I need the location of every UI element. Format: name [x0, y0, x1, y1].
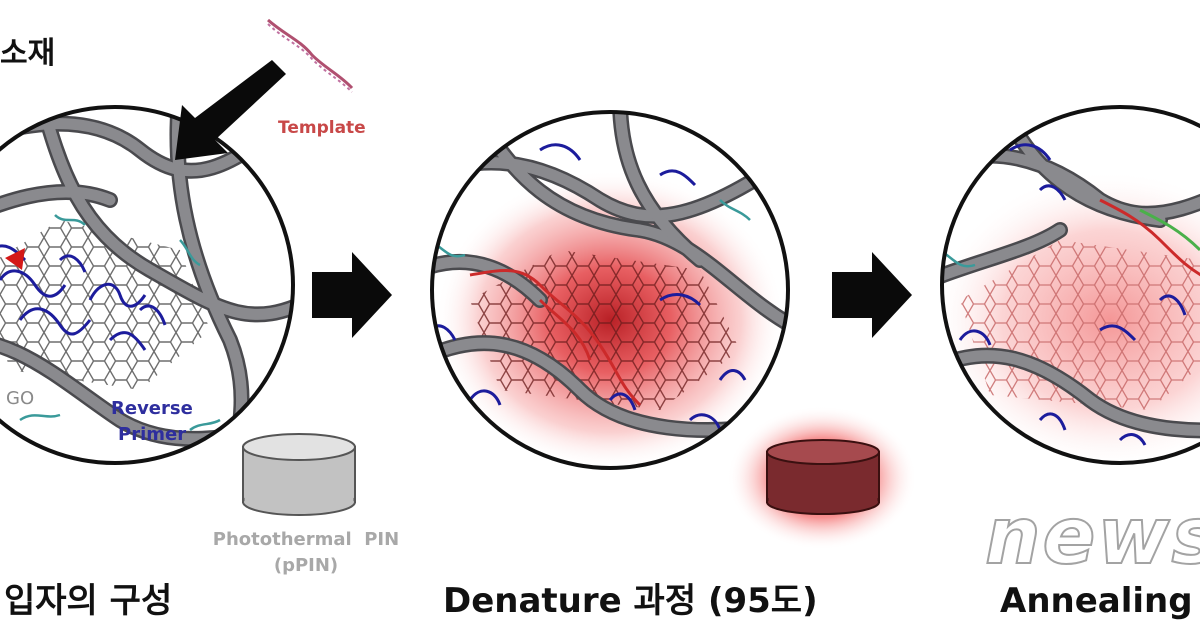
panel-annealing: [940, 105, 1200, 465]
watermark-logo: news: [984, 491, 1200, 583]
red-marker: [5, 248, 25, 270]
zoom-circle-1: [0, 105, 295, 465]
panel-particle-composition: [0, 105, 295, 465]
primers-3: [958, 143, 1187, 446]
hydrogel-fibers-2: [432, 112, 788, 438]
zoom-circle-2: [430, 110, 790, 470]
process-arrow-1: [312, 252, 392, 338]
panel-denature: [430, 110, 790, 470]
denatured-template: [469, 269, 642, 407]
go-label: GO: [6, 388, 35, 409]
pin-label-line1: Photothermal PIN: [212, 529, 400, 550]
photothermal-pin-label: Photothermal PIN (pPIN): [188, 527, 424, 579]
caption-step3: Annealing 과: [1000, 581, 1200, 621]
process-arrow-2: [832, 252, 912, 338]
photothermal-pin-cold: [242, 433, 356, 516]
template-label: Template: [278, 118, 366, 138]
caption-step2: Denature 과정 (95도): [443, 581, 818, 621]
annealing-green-strand: [1139, 208, 1200, 252]
top-left-partial-label: 소재: [0, 36, 56, 71]
annealing-template: [1099, 198, 1200, 282]
reverse-label: Reverse: [111, 398, 193, 419]
zoom-circle-3: [940, 105, 1200, 465]
caption-step1: 입자의 구성: [4, 581, 173, 621]
reverse-primers: [0, 244, 167, 351]
primer-label: Primer: [118, 424, 187, 445]
pin-label-line2: (pPIN): [273, 555, 339, 576]
teal-strands: [19, 214, 221, 432]
pointer-arrow: [175, 60, 286, 160]
photothermal-pin-hot: [727, 406, 917, 550]
template-strand: [267, 18, 354, 93]
